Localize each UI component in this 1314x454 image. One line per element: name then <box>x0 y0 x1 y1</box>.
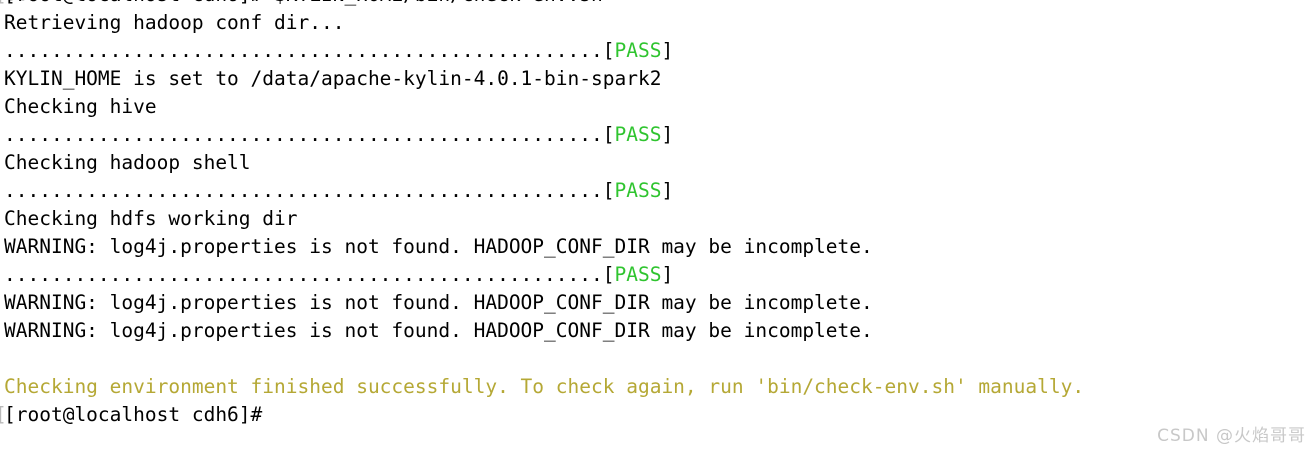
scrollback-clipped-line: [[root@localhost cdh6]# clear <box>4 0 344 6</box>
terminal-line-check-result-2: ........................................… <box>4 121 1314 149</box>
terminal-line-checking-environment-finished: Checking environment finished successful… <box>4 373 1314 401</box>
terminal-line-checking-hadoop-shell: Checking hadoop shell <box>4 149 1314 177</box>
terminal-text-segment: [ <box>602 263 615 286</box>
terminal-text-segment: [root@localhost cdh6]# $KYLIN_HOME/bin/c… <box>4 0 603 6</box>
terminal-text-segment: ........................................… <box>4 179 603 202</box>
terminal-text-segment: ] <box>661 123 674 146</box>
terminal-text-segment: Checking hadoop shell <box>4 151 251 174</box>
terminal-text-segment: [root@localhost cdh6]# <box>4 403 275 426</box>
prompt-edge-bracket-glyph: [ <box>0 0 7 9</box>
terminal-line-prompt-final: [root@localhost cdh6]# <box>4 401 1314 429</box>
terminal-line-checking-hive: Checking hive <box>4 93 1314 121</box>
terminal-text-segment: [ <box>602 123 615 146</box>
terminal-text-segment: PASS <box>614 263 662 286</box>
terminal-line-retrieving-hadoop-conf: Retrieving hadoop conf dir... <box>4 9 1314 37</box>
terminal-text-segment: ........................................… <box>4 123 603 146</box>
terminal-text-segment: Checking hdfs working dir <box>4 207 298 230</box>
terminal-line-warning-log4j-2: WARNING: log4j.properties is not found. … <box>4 289 1314 317</box>
terminal-line-warning-log4j-3: WARNING: log4j.properties is not found. … <box>4 317 1314 345</box>
terminal-text-segment: ........................................… <box>4 39 603 62</box>
terminal-text-segment: PASS <box>614 39 662 62</box>
terminal-line-warning-log4j-1: WARNING: log4j.properties is not found. … <box>4 233 1314 261</box>
terminal-line-prompt-command: [root@localhost cdh6]# $KYLIN_HOME/bin/c… <box>4 0 1314 9</box>
terminal-text-segment: ] <box>661 263 674 286</box>
terminal-text-segment: ] <box>661 179 674 202</box>
terminal-text-segment: PASS <box>614 179 662 202</box>
terminal-line-check-result-3: ........................................… <box>4 177 1314 205</box>
terminal-line-blank-line <box>4 345 1314 373</box>
terminal-text-segment: [ <box>602 179 615 202</box>
terminal-text-segment: [ <box>602 39 615 62</box>
terminal-text-segment: Checking hive <box>4 95 157 118</box>
terminal-text-segment: WARNING: log4j.properties is not found. … <box>4 319 873 342</box>
terminal-text-segment: Retrieving hadoop conf dir... <box>4 11 345 34</box>
csdn-watermark: CSDN @火焰哥哥 <box>1157 426 1306 446</box>
terminal-text-segment: ........................................… <box>4 263 603 286</box>
terminal-text-segment: KYLIN_HOME is set to /data/apache-kylin-… <box>4 67 662 90</box>
terminal-text-segment: ] <box>661 39 674 62</box>
terminal-text-segment: WARNING: log4j.properties is not found. … <box>4 235 873 258</box>
terminal-line-checking-hdfs-working-dir: Checking hdfs working dir <box>4 205 1314 233</box>
prompt-edge-bracket-glyph: [ <box>0 401 7 429</box>
terminal-text-segment <box>4 347 16 370</box>
terminal-line-check-result-1: ........................................… <box>4 37 1314 65</box>
terminal-text-segment: WARNING: log4j.properties is not found. … <box>4 291 873 314</box>
terminal-output: [root@localhost cdh6]# $KYLIN_HOME/bin/c… <box>4 0 1314 429</box>
terminal-line-check-result-4: ........................................… <box>4 261 1314 289</box>
terminal-line-kylin-home-set: KYLIN_HOME is set to /data/apache-kylin-… <box>4 65 1314 93</box>
terminal-text-segment: PASS <box>614 123 662 146</box>
terminal-text-segment: Checking environment finished successful… <box>4 375 1085 398</box>
